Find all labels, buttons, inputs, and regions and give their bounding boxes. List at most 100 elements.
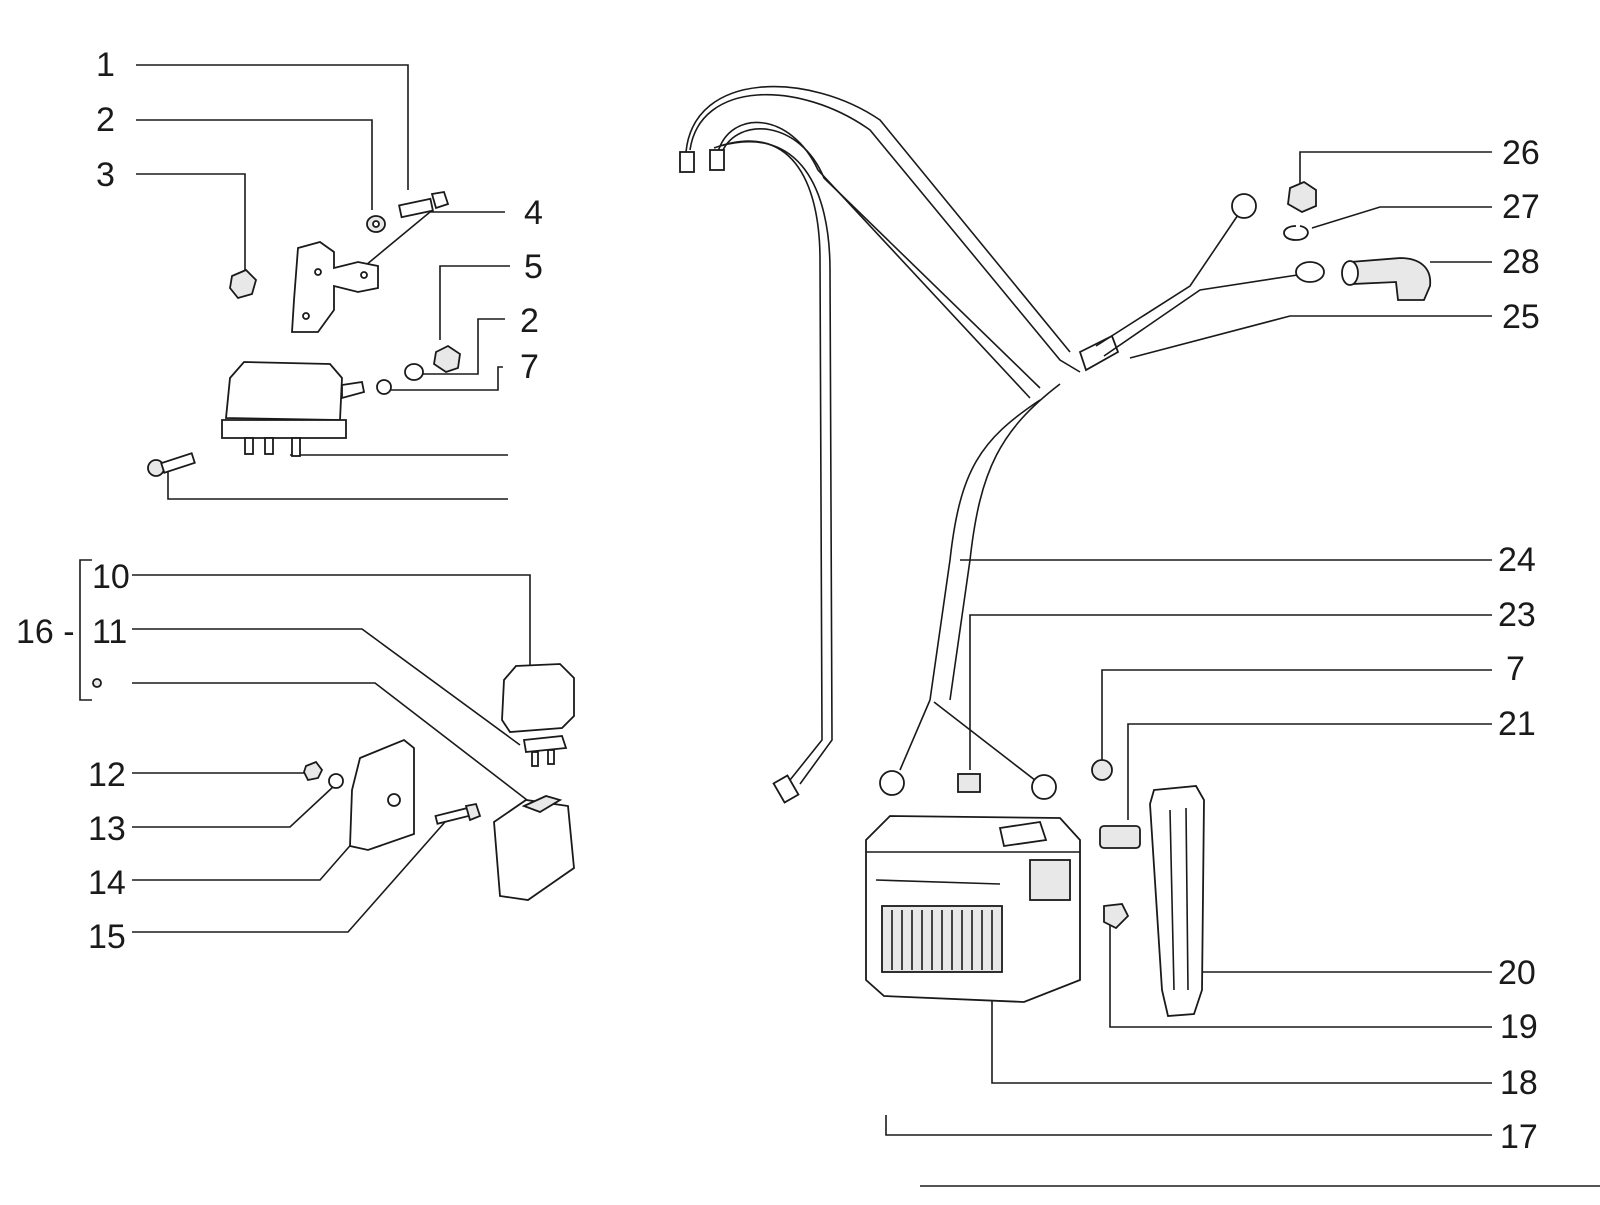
washer-27 — [1283, 225, 1309, 241]
label-7b: 7 — [1506, 650, 1525, 688]
leader-7b — [1101, 669, 1492, 760]
label-28: 28 — [1502, 243, 1540, 281]
label-25: 25 — [1502, 298, 1540, 336]
leader-dot — [132, 682, 541, 811]
label-2: 2 — [96, 101, 115, 139]
connector-a — [679, 151, 695, 173]
harness-trunk-a — [929, 399, 1041, 701]
bracket-4-hole-b — [360, 271, 368, 279]
battery-terminal — [998, 820, 1048, 848]
battery-label-line — [875, 879, 1001, 885]
bracket-16 — [79, 559, 92, 701]
harness-trunk-b — [949, 383, 1061, 701]
fuse-11 — [522, 735, 568, 753]
bolt-1 — [398, 197, 434, 219]
battery-strap-20 — [1149, 785, 1205, 1017]
leader-23 — [969, 614, 1492, 770]
harness-wire-c — [717, 121, 1031, 399]
part-19 — [1103, 903, 1130, 930]
harness-wire-a — [689, 93, 1081, 373]
nut-26 — [1287, 180, 1317, 214]
relay-tab — [341, 380, 366, 400]
leader-2b — [410, 318, 505, 375]
harness-sleeve — [1078, 334, 1120, 372]
label-19: 19 — [1500, 1008, 1538, 1046]
dot-marker — [92, 678, 102, 688]
label-4: 4 — [524, 194, 543, 232]
bolt-relay-shank — [160, 452, 196, 474]
ring-terminal-lower-b — [1031, 774, 1057, 800]
nut-5 — [433, 344, 461, 373]
relay-body — [225, 361, 343, 421]
harness-wire-b — [685, 85, 1071, 353]
washer-7 — [376, 379, 392, 395]
label-5: 5 — [524, 248, 543, 286]
label-23: 23 — [1498, 596, 1536, 634]
leader-7 — [380, 366, 503, 391]
leader-27 — [1311, 206, 1492, 229]
label-18: 18 — [1500, 1064, 1538, 1102]
branch-upper-2 — [1103, 273, 1305, 357]
label-1: 1 — [96, 46, 115, 84]
relay-base — [221, 419, 347, 439]
bracket-4-hole-c — [302, 312, 310, 320]
strap-20-slot-b — [1185, 807, 1189, 991]
connector-c — [772, 774, 800, 804]
relay-pin-c — [291, 437, 301, 457]
part-23 — [957, 773, 981, 793]
harness-wire-d — [721, 128, 1041, 389]
leader-5 — [439, 265, 510, 340]
label-13: 13 — [88, 810, 126, 848]
leader-bolt — [167, 472, 508, 500]
leader-25 — [1129, 315, 1492, 359]
label-20: 20 — [1498, 954, 1536, 992]
ring-terminal-lower-a — [879, 770, 905, 796]
part-21 — [1099, 825, 1141, 849]
washer-7b — [1091, 759, 1113, 781]
leader-19 — [1109, 920, 1492, 1028]
label-16: 16 - — [16, 613, 75, 651]
label-11: 11 — [92, 613, 128, 651]
label-26: 26 — [1502, 134, 1540, 172]
harness-wire-f — [719, 140, 833, 785]
label-12: 12 — [88, 756, 126, 794]
fuse-holder — [493, 799, 575, 901]
leader-1 — [136, 64, 409, 190]
label-21: 21 — [1498, 705, 1536, 743]
plate-14-hole — [387, 793, 401, 807]
leader-14 — [132, 839, 356, 881]
battery-grille-lines — [891, 910, 993, 970]
cap-28 — [1349, 257, 1432, 301]
label-3: 3 — [96, 156, 115, 194]
label-15: 15 — [88, 918, 126, 956]
fuse-holder-top — [521, 795, 563, 813]
leader-2 — [136, 119, 373, 210]
nut-3 — [229, 268, 258, 300]
relay-pin-b — [264, 437, 274, 455]
nut-12 — [303, 760, 324, 782]
fuse-11-blade-b — [547, 749, 555, 765]
bolt-1-head — [430, 190, 450, 210]
leader-3 — [136, 173, 246, 270]
label-2b: 2 — [520, 302, 539, 340]
fuse-11-blade-a — [531, 751, 539, 767]
branch-lower-b — [933, 701, 1041, 785]
label-7: 7 — [520, 348, 539, 386]
leader-13 — [132, 785, 335, 828]
ring-terminal-top — [1231, 193, 1257, 219]
leader-11 — [132, 628, 521, 746]
leader-21 — [1127, 723, 1492, 820]
leader-15 — [132, 821, 446, 933]
strap-20-slot-a — [1169, 809, 1175, 991]
harness-wire-e — [713, 140, 823, 781]
battery-side-panel — [1029, 859, 1071, 901]
bracket-4 — [291, 241, 379, 333]
washer-2b — [404, 363, 424, 381]
label-10: 10 — [92, 558, 130, 596]
branch-lower-a — [899, 699, 931, 771]
label-27: 27 — [1502, 188, 1540, 226]
washer-13 — [328, 773, 344, 789]
label-24: 24 — [1498, 541, 1536, 579]
